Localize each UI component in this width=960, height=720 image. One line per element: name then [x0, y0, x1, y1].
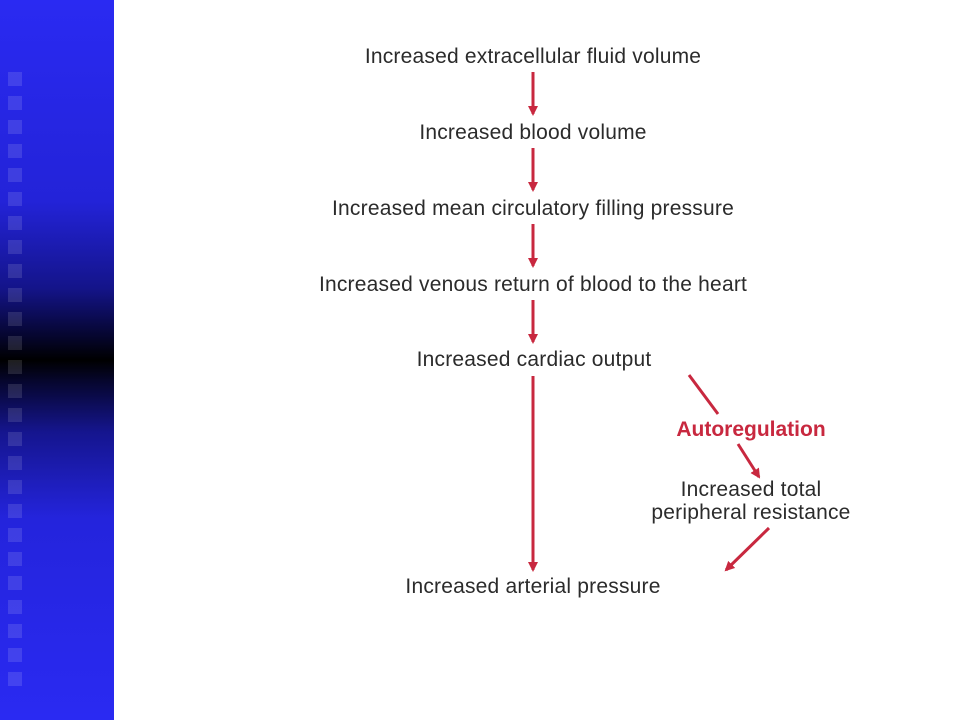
side-bar-square — [8, 384, 22, 398]
side-bar-square — [8, 576, 22, 590]
side-bar-square — [8, 432, 22, 446]
side-bar-square — [8, 216, 22, 230]
slide-side-bar — [0, 0, 114, 720]
side-bar-square — [8, 192, 22, 206]
node-total-peripheral-resistance-line1: Increased total — [680, 478, 822, 501]
side-bar-square — [8, 288, 22, 302]
node-arterial-pressure: Increased arterial pressure — [405, 575, 661, 598]
side-bar-square — [8, 528, 22, 542]
side-bar-square — [8, 456, 22, 470]
side-bar-square — [8, 96, 22, 110]
side-bar-square — [8, 312, 22, 326]
node-cardiac-output: Increased cardiac output — [416, 348, 652, 371]
side-bar-square — [8, 600, 22, 614]
side-bar-square — [8, 360, 22, 374]
side-bar-square — [8, 408, 22, 422]
side-bar-square — [8, 264, 22, 278]
side-bar-square — [8, 168, 22, 182]
side-bar-square — [8, 648, 22, 662]
side-bar-square — [8, 120, 22, 134]
side-bar-square — [8, 672, 22, 686]
arrow-autoregulation-to-tpr — [736, 443, 761, 479]
node-extracellular-fluid-volume: Increased extracellular fluid volume — [364, 45, 702, 68]
side-bar-square — [8, 552, 22, 566]
side-bar-square — [8, 480, 22, 494]
node-mean-circulatory-filling-pressure: Increased mean circulatory filling press… — [332, 197, 734, 220]
side-bar-square — [8, 144, 22, 158]
side-bar-square — [8, 336, 22, 350]
side-bar-square — [8, 624, 22, 638]
side-bar-square — [8, 504, 22, 518]
node-total-peripheral-resistance-line2: peripheral resistance — [651, 501, 851, 524]
side-bar-square — [8, 72, 22, 86]
node-venous-return: Increased venous return of blood to the … — [318, 273, 748, 296]
arrow-tpr-to-arterial-pressure — [724, 526, 771, 572]
label-autoregulation: Autoregulation — [676, 418, 826, 441]
node-blood-volume: Increased blood volume — [419, 121, 647, 144]
line-cardiac-output-to-autoregulation — [687, 374, 720, 415]
side-bar-square — [8, 240, 22, 254]
